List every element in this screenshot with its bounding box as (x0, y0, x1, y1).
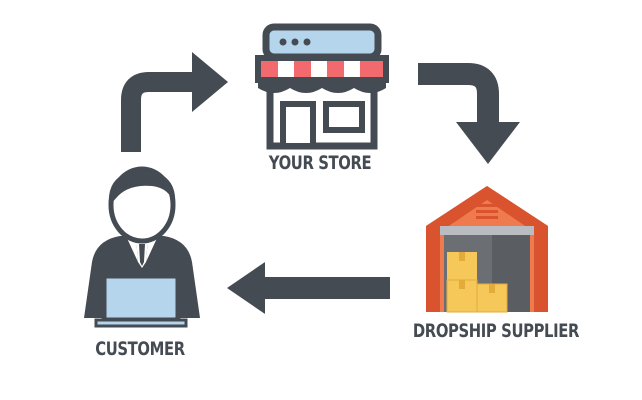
arrow-customer-to-store (121, 52, 228, 152)
arrow-supplier-to-customer (227, 262, 390, 314)
customer-label: CUSTOMER (95, 338, 185, 360)
box-icon (446, 252, 508, 313)
store-label: YOUR STORE (268, 152, 372, 174)
warehouse-icon (426, 186, 548, 313)
customer-laptop-icon (84, 166, 200, 328)
storefront-icon (255, 23, 389, 150)
supplier-label: DROPSHIP SUPPLIER (412, 320, 579, 342)
arrow-store-to-supplier (418, 63, 520, 164)
